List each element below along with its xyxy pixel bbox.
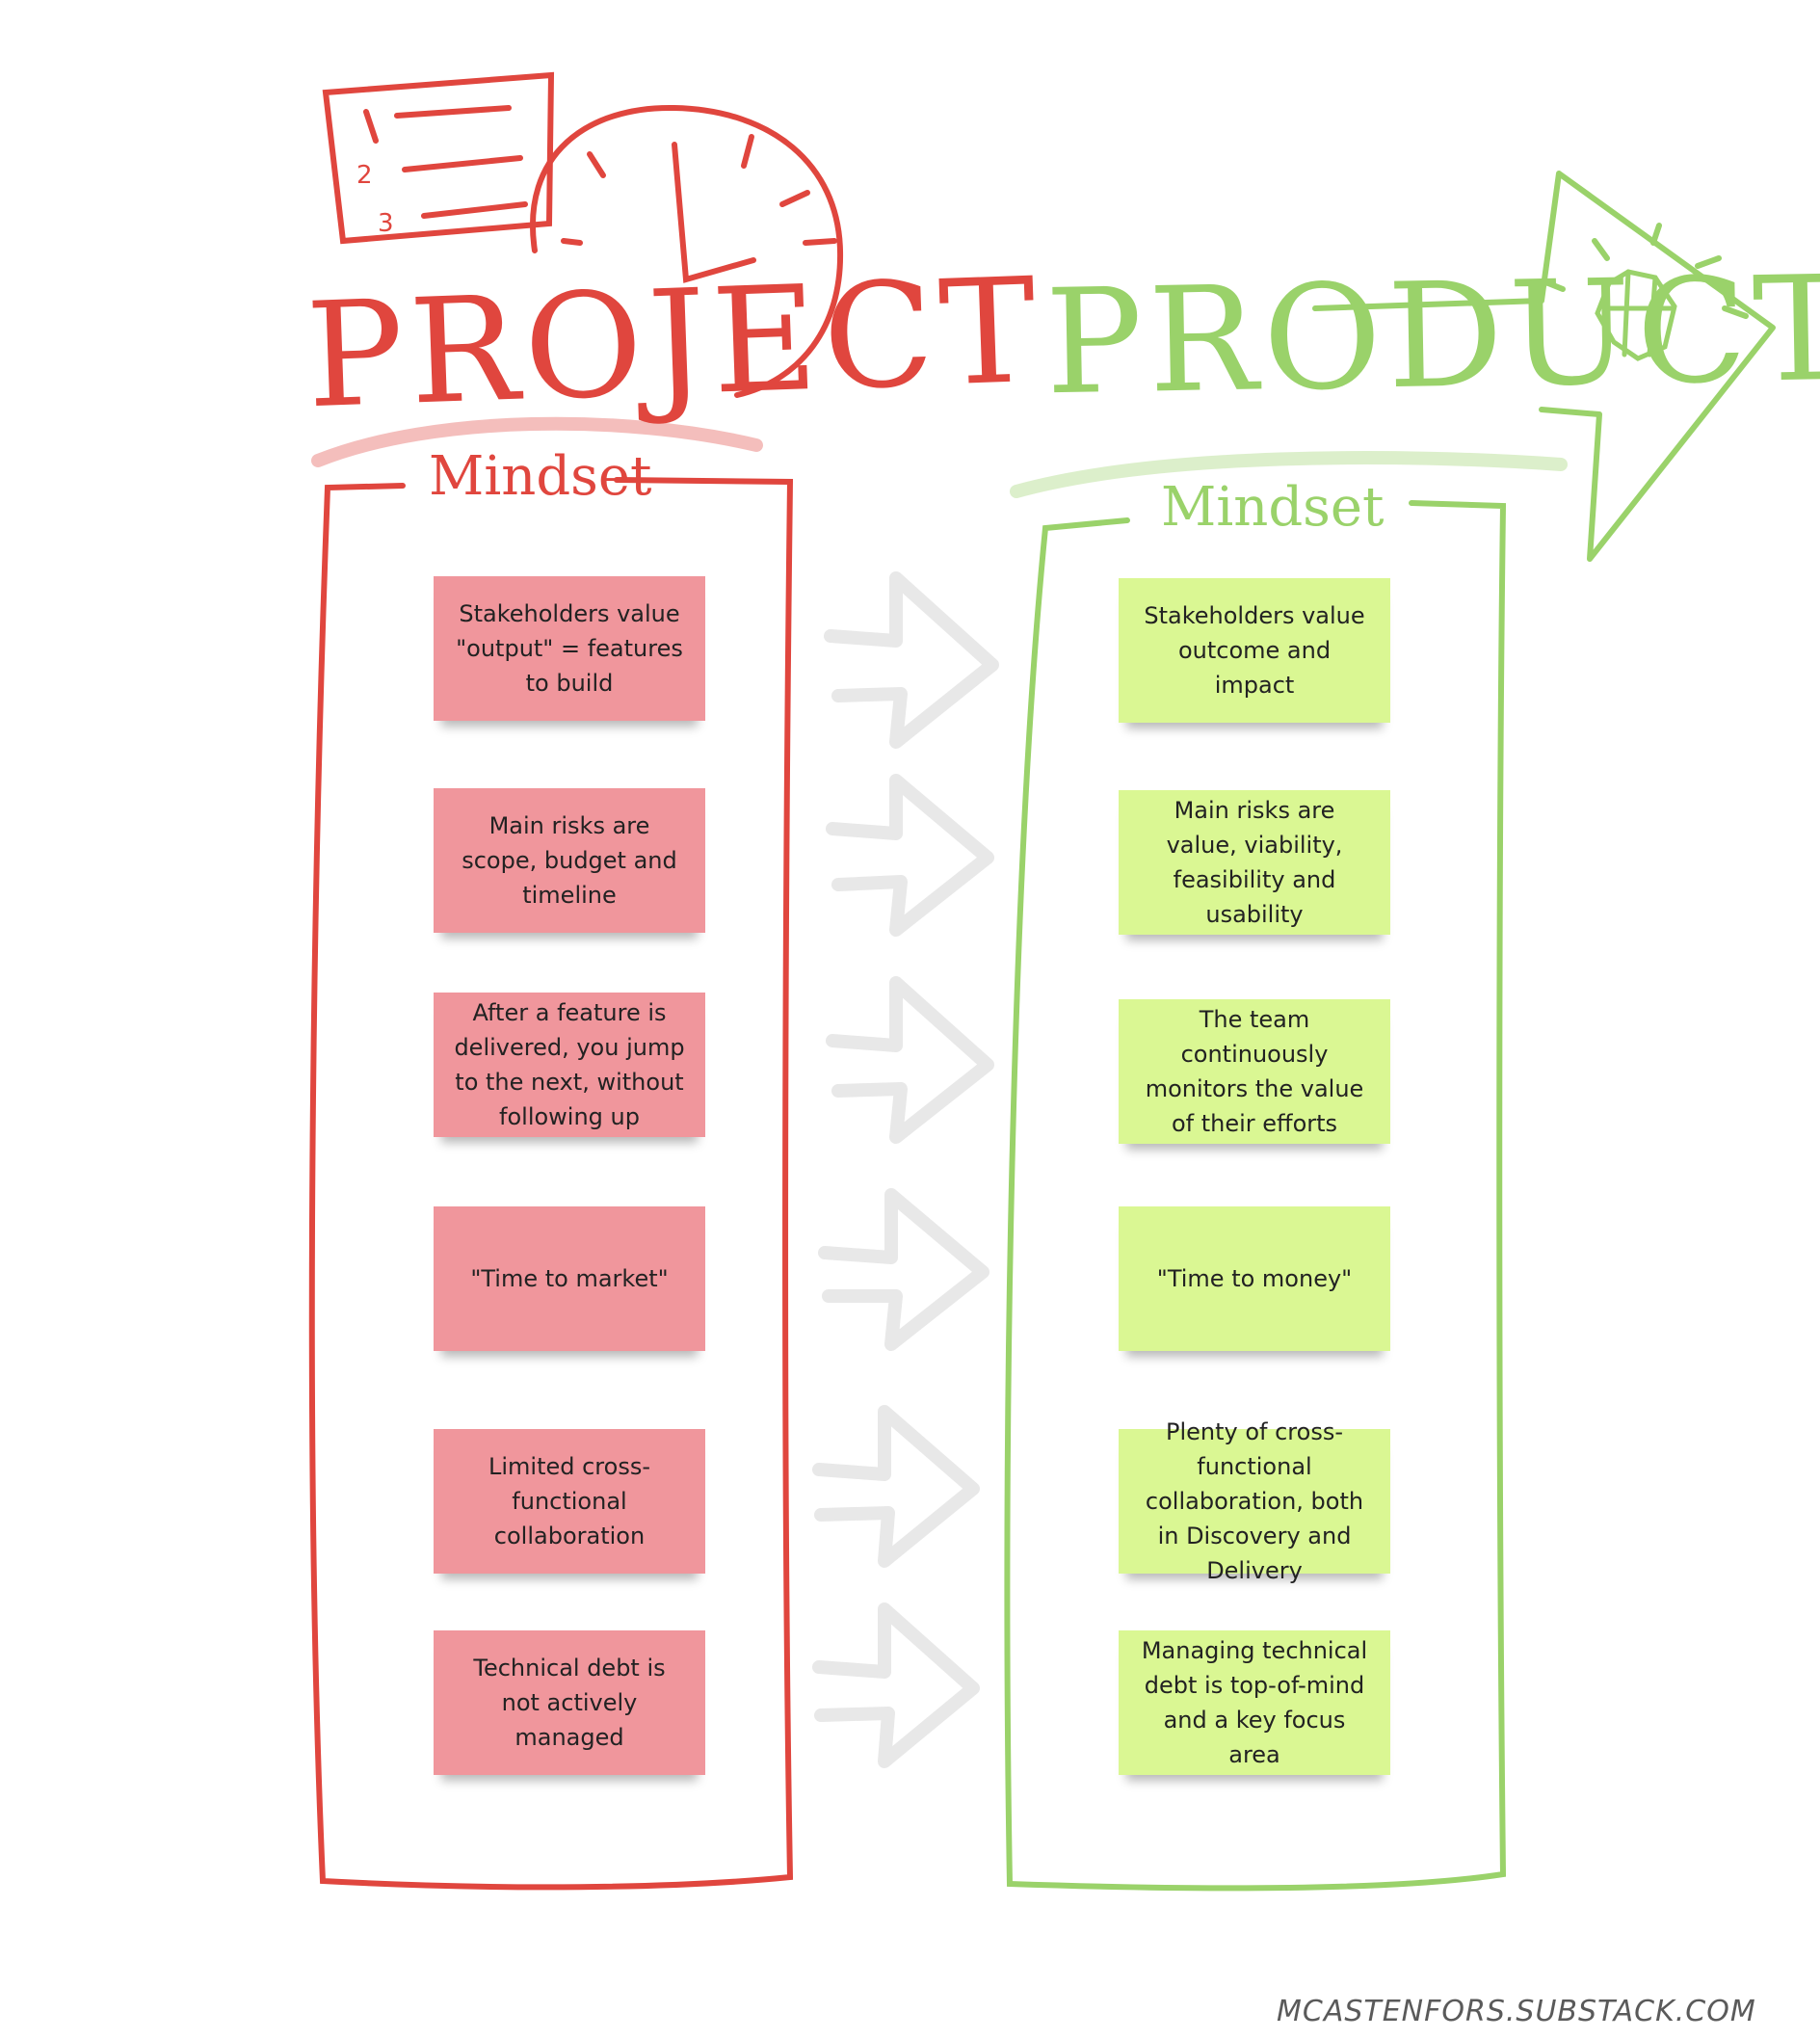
transition-arrows [812, 571, 999, 1768]
product-column-box [1004, 500, 1507, 1892]
product-underline [1010, 451, 1568, 498]
watermark: MCASTENFORS.SUBSTACK.COM [1277, 1995, 1756, 2028]
project-subtitle: Mindset [429, 445, 652, 508]
transition-arrow [826, 774, 994, 937]
product-note: Main risks are value, viability, feasibi… [1119, 790, 1390, 935]
transition-arrow [826, 976, 994, 1144]
arrow-right-icon [1312, 171, 1776, 562]
transition-arrow [812, 1405, 980, 1568]
svg-text:3: 3 [378, 209, 394, 238]
numbered-list-icon: 2 3 [322, 71, 555, 245]
svg-text:2: 2 [356, 161, 373, 190]
project-note: Stakeholders value "output" = features t… [434, 576, 705, 721]
product-note: Managing technical debt is top-of-mind a… [1119, 1630, 1390, 1775]
project-underline [311, 416, 763, 467]
project-note: "Time to market" [434, 1206, 705, 1351]
project-title: PROJECT [303, 247, 1045, 441]
product-subtitle: Mindset [1161, 476, 1385, 539]
transition-arrow [818, 1188, 989, 1351]
product-title: PRODUCT [1043, 245, 1820, 428]
product-note: The team continuously monitors the value… [1119, 999, 1390, 1144]
product-note: Stakeholders value outcome and impact [1119, 578, 1390, 723]
transition-arrow [824, 571, 999, 749]
product-note: "Time to money" [1119, 1206, 1390, 1351]
project-column-box [308, 477, 794, 1891]
product-note: Plenty of cross-functional collaboration… [1119, 1418, 1390, 1584]
project-note: After a feature is delivered, you jump t… [434, 993, 705, 1137]
project-note: Main risks are scope, budget and timelin… [434, 788, 705, 933]
project-note: Limited cross-functional collaboration [434, 1429, 705, 1574]
project-note: Technical debt is not actively managed [434, 1630, 705, 1775]
clock-icon [530, 104, 844, 398]
transition-arrow [812, 1602, 980, 1768]
gem-icon [1595, 269, 1677, 361]
